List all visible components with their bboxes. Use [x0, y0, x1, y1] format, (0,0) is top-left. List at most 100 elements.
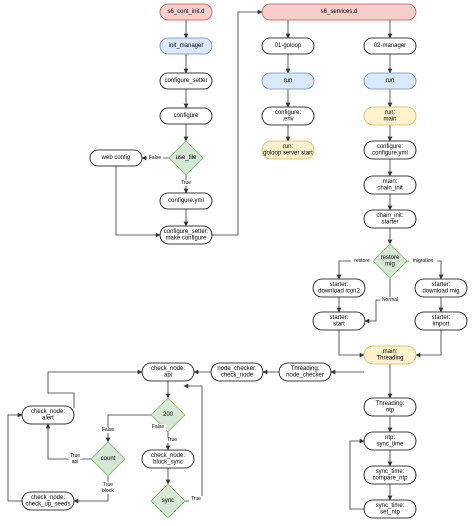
node-shape [261, 72, 315, 90]
node-shape [261, 37, 315, 55]
edge-8 [212, 9, 263, 236]
decision-shape [372, 243, 408, 279]
node-label: sync [162, 498, 174, 504]
decision-shape [150, 397, 186, 433]
node-shape [159, 37, 213, 55]
edge-label: Normal [382, 297, 398, 303]
edge-label: True [70, 453, 80, 459]
node-label: main: [383, 179, 398, 185]
node-configure-setter-make: configure_setter:make configure [159, 225, 213, 245]
node-shape [414, 311, 468, 331]
node-shape [89, 149, 143, 167]
node-shape [159, 192, 213, 210]
node-s6-cont-init: s6_cont_init.d [159, 3, 213, 21]
node-shape [159, 107, 213, 125]
node-label: ntp [386, 407, 395, 413]
node-label: compare_ntp [372, 475, 408, 481]
node-label: configure.yml [372, 150, 408, 156]
node-check-node-block-sync: check_node:block_sync [141, 449, 195, 469]
node-init-manager: init_manager [159, 37, 213, 55]
node-shape [363, 465, 417, 485]
node-label: starter: [330, 315, 349, 321]
node-label: run: [385, 110, 396, 116]
edge-label-bg [165, 437, 179, 443]
node-shape [21, 405, 75, 425]
node-shape [261, 3, 417, 21]
node-shape [312, 278, 366, 298]
node-starter-download-mig: starter:download mig [414, 278, 468, 298]
node-label: Threading: [291, 366, 320, 372]
node-shape [141, 362, 195, 382]
node-label: run [284, 78, 293, 84]
node-label: Threading: [376, 401, 405, 407]
edge-label: False [149, 155, 161, 161]
node-label: goloop server start [263, 150, 313, 156]
node-sync-time-compare-ntp: sync_time:compare_ntp [363, 465, 417, 485]
edge-label-bg [101, 482, 115, 488]
edge-7 [115, 166, 161, 238]
edge-label-bg [68, 453, 82, 459]
node-label: node_checker: [217, 366, 257, 372]
node-label: check_node: [151, 366, 185, 372]
node-chain-init-starter: chain_init:starter [363, 209, 417, 229]
node-sync-time-set-ntp: sync_time:set_ntp [363, 499, 417, 519]
node-shape [363, 175, 417, 195]
node-d200: 200 [150, 397, 186, 433]
edge-38 [47, 369, 143, 408]
node-configure: configure [159, 107, 213, 125]
node-run-goloop: run [261, 72, 315, 90]
edge-label-bg [350, 258, 374, 264]
edge-label-bg [146, 155, 164, 161]
node-manager-02: 02-manager [363, 37, 417, 55]
node-node-checker-check-node: node_checker:check_node [210, 362, 264, 382]
node-run-manager: run [363, 72, 417, 90]
node-configure-env: configure:.env [261, 106, 315, 126]
node-label: starter [381, 219, 398, 225]
edge-label: migration [413, 258, 434, 264]
node-shape [363, 345, 417, 365]
decision-shape [150, 483, 186, 519]
node-starter-import: starter:import [414, 311, 468, 331]
edge-label: True [103, 482, 113, 488]
node-label: 01-goloop [275, 43, 302, 49]
node-label: sync_time [376, 441, 404, 447]
node-configure-setter: configure_setter [159, 72, 213, 90]
nodes: s6_cont_init.d init_manager configure_sett… [21, 3, 468, 519]
edge-43 [349, 438, 365, 510]
node-label: download icon2 [318, 288, 360, 294]
node-web-config: web config [89, 149, 143, 167]
node-shape [414, 278, 468, 298]
node-label: ntp: [385, 435, 395, 441]
node-label: .env [282, 116, 293, 122]
node-label: 200 [163, 412, 174, 418]
node-run-goloop-server: run:goloop server start [261, 140, 315, 160]
node-shape [363, 37, 417, 55]
node-label: check_node: [31, 409, 65, 415]
node-label: check_node: [151, 453, 185, 459]
node-s6-services: s6_services.d [261, 3, 417, 21]
edge-label-bg [380, 297, 400, 303]
edge-label: restore [354, 258, 370, 264]
node-shape [312, 311, 366, 331]
node-label: sync_time: [376, 469, 405, 475]
node-label: import [433, 321, 450, 327]
node-label: configure_setter [164, 78, 207, 84]
node-goloop-01: 01-goloop [261, 37, 315, 55]
node-label: configure_setter: [164, 229, 209, 235]
node-label: s6_services.d [321, 9, 358, 15]
edge-label: block [102, 488, 114, 494]
node-shape [21, 491, 75, 511]
edge-37 [7, 412, 23, 502]
node-configure-yml: configure.yml [159, 192, 213, 210]
node-shape [363, 209, 417, 229]
node-label: set_ntp [380, 509, 400, 515]
edge-label-bg [99, 488, 117, 494]
node-sync: sync [150, 483, 186, 519]
edge-33 [183, 383, 203, 502]
edge-26 [415, 330, 442, 358]
node-label: web config [101, 155, 131, 161]
edge-22 [364, 278, 391, 324]
node-shape [141, 449, 195, 469]
